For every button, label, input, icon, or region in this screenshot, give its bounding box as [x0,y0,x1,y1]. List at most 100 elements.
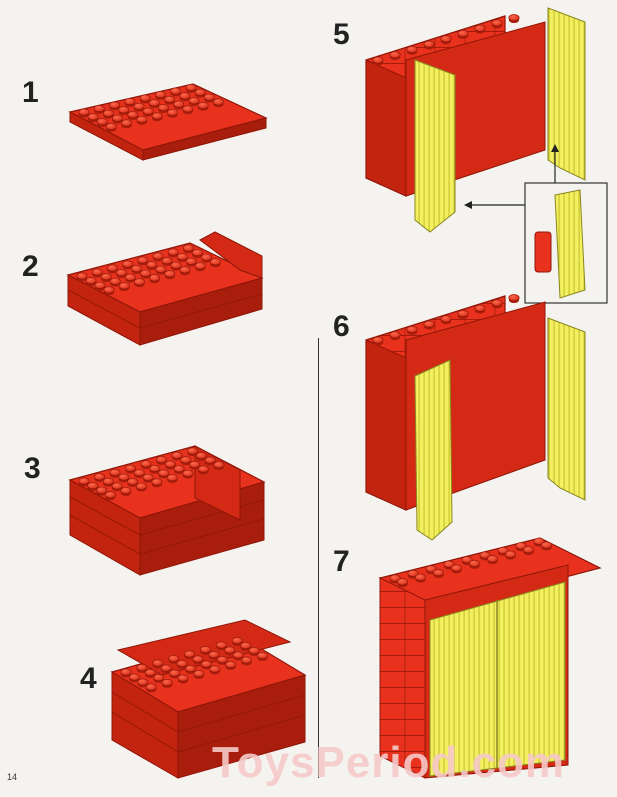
stud [137,678,149,686]
stud [486,555,498,563]
stud [96,118,108,126]
stud [204,456,216,464]
stud [127,478,139,486]
stud [468,559,480,567]
stud [406,325,418,333]
stud [200,660,212,668]
stud [182,244,194,252]
stud [87,113,99,121]
stud [133,102,145,110]
stud [406,45,418,53]
stud [212,98,224,106]
page-number: 14 [7,772,18,782]
stud [195,451,207,459]
stud [100,273,112,281]
stud [184,650,196,658]
step-number-5: 5 [333,18,350,51]
stud [102,109,114,117]
stud [177,674,189,682]
stud [522,546,534,554]
stud [224,646,236,654]
stud [440,35,452,43]
stud [161,257,173,265]
stud [166,474,178,482]
stud [179,266,191,274]
stud [176,253,188,261]
stud [248,646,260,654]
stud [389,51,401,59]
stud [508,14,520,22]
stud [158,469,170,477]
stud [139,94,151,102]
step-number-6: 6 [333,310,350,343]
stud [179,92,191,100]
stud [87,482,99,490]
stud [149,464,161,472]
stud [149,274,161,282]
stud [76,272,88,280]
stud [109,101,121,109]
step-number-7: 7 [333,545,350,578]
stud [185,84,197,92]
stud [225,660,237,668]
stud [164,270,176,278]
stud [209,665,221,673]
stud [182,469,194,477]
stud [461,556,473,564]
stud [78,477,90,485]
stud [194,88,206,96]
stud [232,651,244,659]
stud [136,115,148,123]
stud [209,258,221,266]
stud [115,269,127,277]
stud [118,473,130,481]
stud [140,269,152,277]
stud [213,461,225,469]
stud [443,560,455,568]
stud [197,465,209,473]
stud [193,669,205,677]
stud [131,265,143,273]
stud [96,486,108,494]
stud [515,542,527,550]
stud [182,105,194,113]
stud [504,550,516,558]
stud [192,655,204,663]
stud [164,95,176,103]
stud [423,320,435,328]
stud [125,464,137,472]
stud [200,645,212,653]
stud [474,24,486,32]
stud [396,578,408,586]
stud [197,101,209,109]
stud [425,565,437,573]
stud [140,460,152,468]
stud [216,655,228,663]
stud [133,469,145,477]
stud [173,465,185,473]
stud [167,248,179,256]
stud [94,473,106,481]
stud [102,477,114,485]
stud [215,641,227,649]
stud [152,659,164,667]
stud [479,551,491,559]
stud [189,460,201,468]
stud [133,278,145,286]
stud [450,564,462,572]
stud [540,541,552,549]
stud [180,456,192,464]
step-number-4: 4 [80,662,97,695]
stud [127,111,139,119]
stud [491,299,503,307]
stud [144,668,156,676]
stud [93,105,105,113]
stud [137,256,149,264]
stud [407,569,419,577]
stud [474,304,486,312]
stud [372,336,384,344]
stud [135,482,147,490]
stud [168,654,180,662]
step-number-3: 3 [24,452,41,485]
